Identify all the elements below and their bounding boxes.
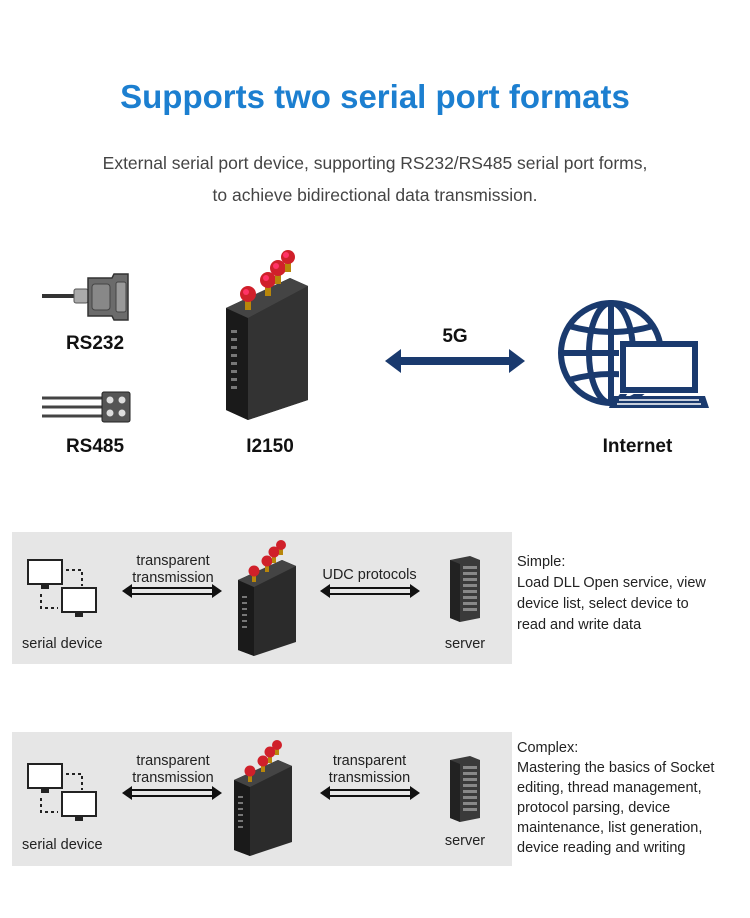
complex-mode-panel: Complex: Mastering the basics of Socket …: [12, 732, 733, 866]
simple-desc-line: device list, select device to: [517, 596, 689, 612]
link1-label-line: transparent: [136, 553, 210, 569]
link2-label-line: transparent: [332, 753, 407, 769]
rs485-label: RS485: [65, 436, 125, 457]
internet-label: Internet: [602, 436, 673, 457]
complex-desc-line: maintenance, list generation,: [517, 820, 703, 836]
complex-desc-line: protocol parsing, device: [517, 800, 671, 816]
router-device-icon: [234, 740, 292, 856]
complex-desc-line: editing, thread management,: [517, 780, 702, 796]
rs232-label: RS232: [65, 333, 125, 354]
link-5g-label: 5G: [442, 326, 468, 347]
double-arrow-icon: [122, 584, 222, 598]
internet-globe-laptop-icon: [558, 300, 709, 408]
server-caption: server: [444, 833, 486, 849]
serial-device-icon: [27, 763, 97, 821]
router-device-icon: [238, 540, 296, 656]
device-label: I2150: [246, 436, 294, 457]
server-icon: [450, 556, 480, 622]
server-caption: server: [444, 636, 486, 652]
complex-desc-line: device reading and writing: [517, 840, 686, 856]
bidirectional-arrow-icon: [385, 349, 525, 373]
link2-label: UDC protocols: [322, 567, 417, 583]
link1-label-line: transparent: [136, 753, 210, 769]
serial-device-caption: serial device: [22, 837, 103, 853]
link1-label-line: transmission: [132, 570, 214, 586]
simple-desc-line: Simple:: [517, 554, 566, 570]
subtitle-line-1: External serial port device, supporting …: [102, 153, 648, 173]
serial-device-caption: serial device: [22, 636, 103, 652]
simple-desc-line: read and write data: [517, 617, 642, 633]
double-arrow-icon: [320, 786, 420, 800]
router-device-icon: [226, 250, 308, 420]
complex-desc-line: Mastering the basics of Socket: [517, 760, 715, 776]
simple-description-box: Simple: Load DLL Open service, view devi…: [512, 532, 733, 664]
simple-mode-panel: Simple: Load DLL Open service, view devi…: [12, 532, 733, 664]
rs232-connector-icon: [42, 273, 129, 321]
page-title: Supports two serial port formats: [120, 78, 630, 115]
complex-desc-line: Complex:: [517, 740, 579, 756]
link2-label: transparent transmission: [312, 753, 427, 787]
server-icon: [450, 756, 480, 822]
subtitle-line-2: to achieve bidirectional data transmissi…: [212, 185, 538, 205]
link2-label-line: transmission: [328, 770, 411, 786]
double-arrow-icon: [320, 584, 420, 598]
complex-description-box: Complex: Mastering the basics of Socket …: [512, 732, 733, 866]
serial-device-icon: [27, 559, 97, 617]
rs485-connector-icon: [42, 391, 131, 423]
simple-desc-line: Load DLL Open service, view: [517, 575, 706, 591]
double-arrow-icon: [122, 786, 222, 800]
link1-label-line: transmission: [132, 770, 214, 786]
link1-label: transparent transmission: [118, 753, 228, 787]
link1-label: transparent transmission: [118, 553, 228, 587]
